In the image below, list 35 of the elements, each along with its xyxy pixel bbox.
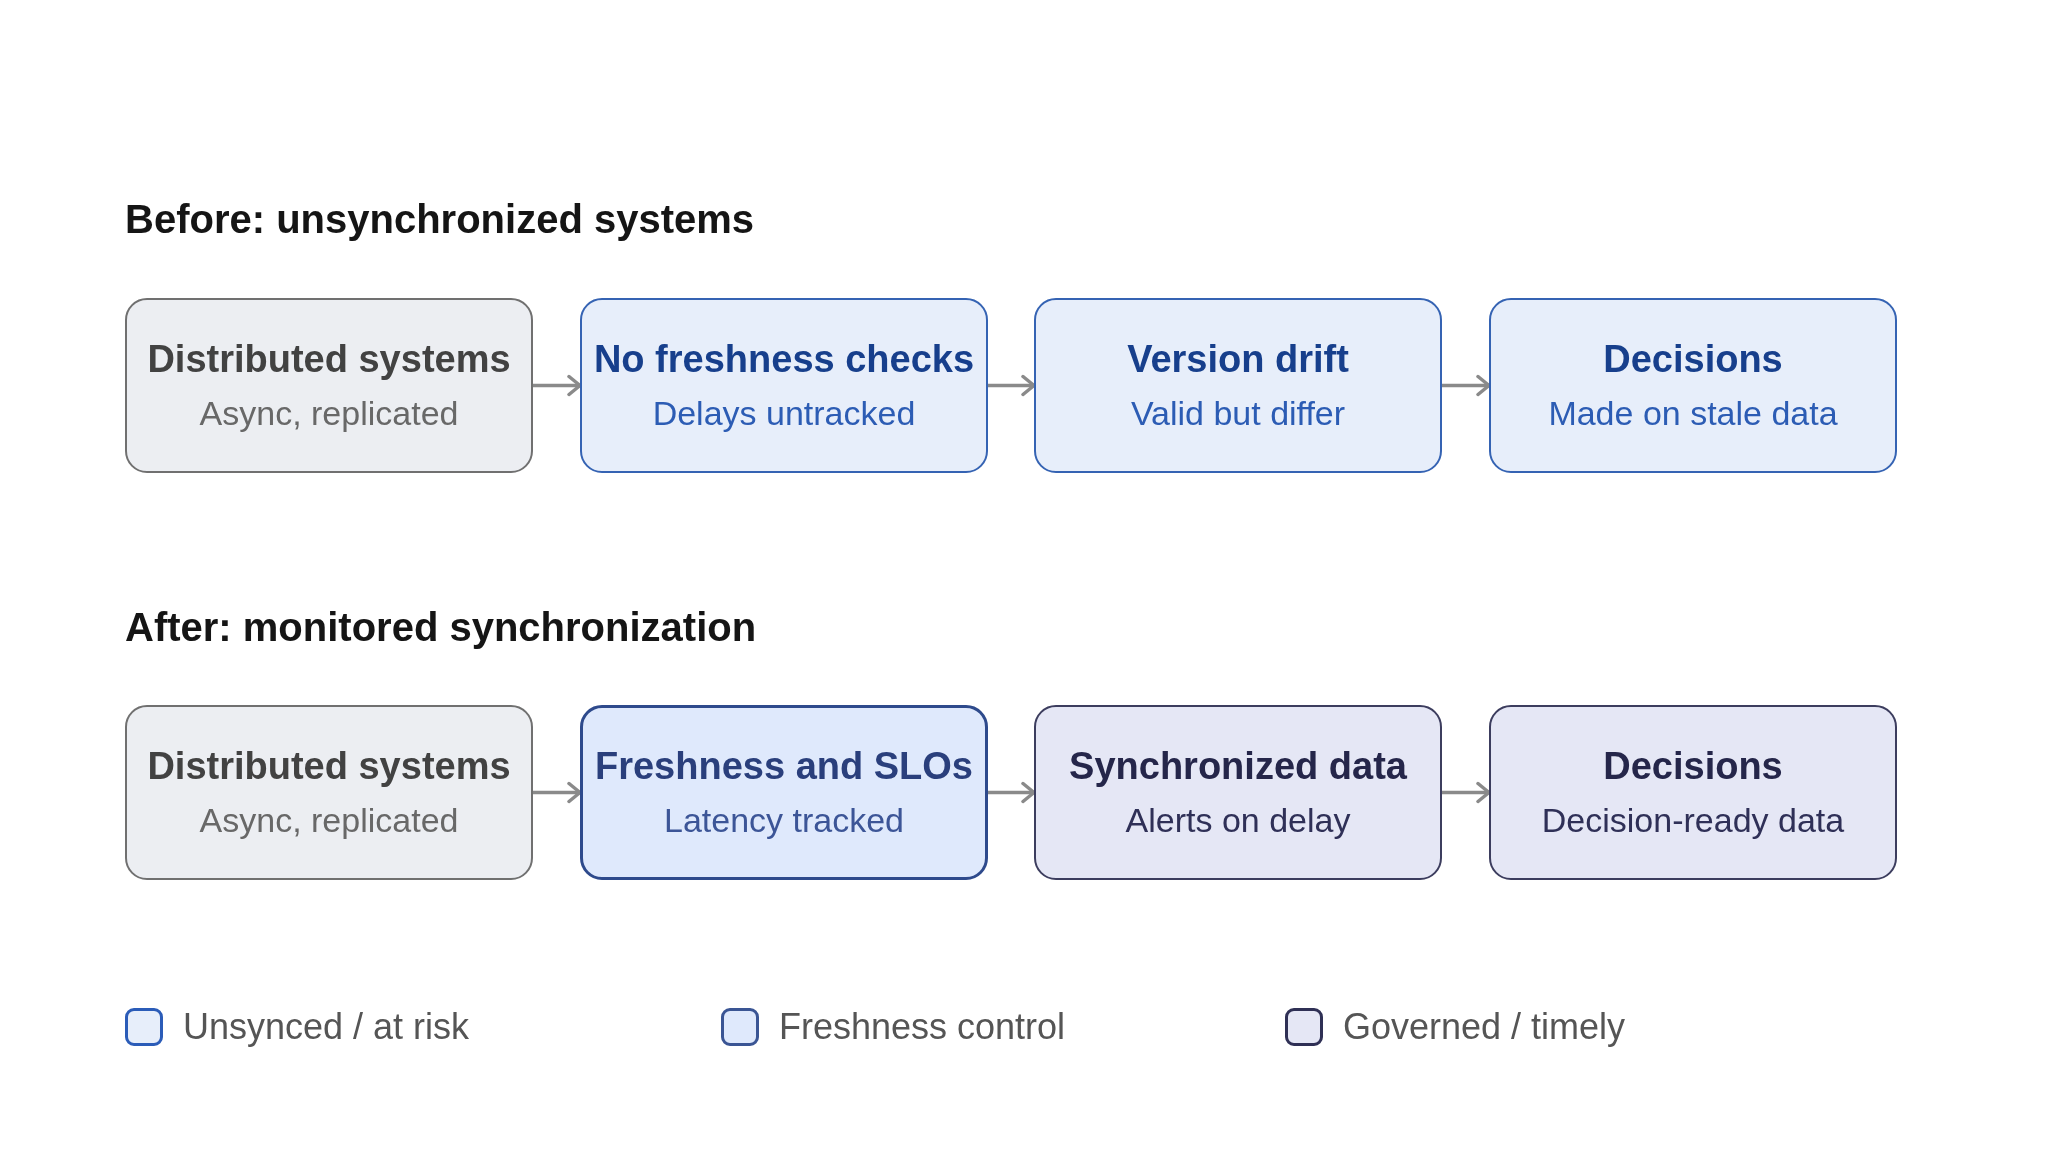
process-box xyxy=(1489,705,1897,880)
section-heading: Before: unsynchronized systems xyxy=(125,196,755,243)
process-box xyxy=(125,298,533,473)
box-subtitle: Latency tracked xyxy=(664,799,904,841)
arrow xyxy=(1442,781,1491,804)
box-subtitle: Made on stale data xyxy=(1548,392,1838,434)
legend-label: Freshness control xyxy=(779,1005,1066,1049)
box-subtitle: Valid but differ xyxy=(1130,392,1346,434)
box-title: Freshness and SLOs xyxy=(595,744,973,790)
box-title: Distributed systems xyxy=(147,337,511,383)
legend-label: Unsynced / at risk xyxy=(183,1005,470,1049)
box-title: Decisions xyxy=(1603,337,1783,383)
box-title: No freshness checks xyxy=(593,337,975,383)
box-title: Decisions xyxy=(1603,744,1783,790)
arrow xyxy=(1442,374,1491,397)
box-subtitle: Async, replicated xyxy=(199,392,459,434)
process-box xyxy=(1489,298,1897,473)
section-heading: After: monitored synchronization xyxy=(125,604,757,651)
arrow xyxy=(988,781,1036,804)
process-box xyxy=(580,298,988,473)
process-box xyxy=(1034,705,1442,880)
process-box xyxy=(125,705,533,880)
legend-label: Governed / timely xyxy=(1343,1005,1626,1049)
box-subtitle: Delays untracked xyxy=(652,392,916,434)
process-box xyxy=(580,705,988,880)
arrow xyxy=(533,374,582,397)
arrow xyxy=(533,781,582,804)
process-box xyxy=(1034,298,1442,473)
box-subtitle: Alerts on delay xyxy=(1125,799,1351,841)
box-title: Version drift xyxy=(1127,337,1349,383)
box-title: Distributed systems xyxy=(147,744,511,790)
box-subtitle: Decision-ready data xyxy=(1541,799,1845,841)
arrow xyxy=(988,374,1036,397)
box-subtitle: Async, replicated xyxy=(199,799,459,841)
box-title: Synchronized data xyxy=(1069,744,1407,790)
